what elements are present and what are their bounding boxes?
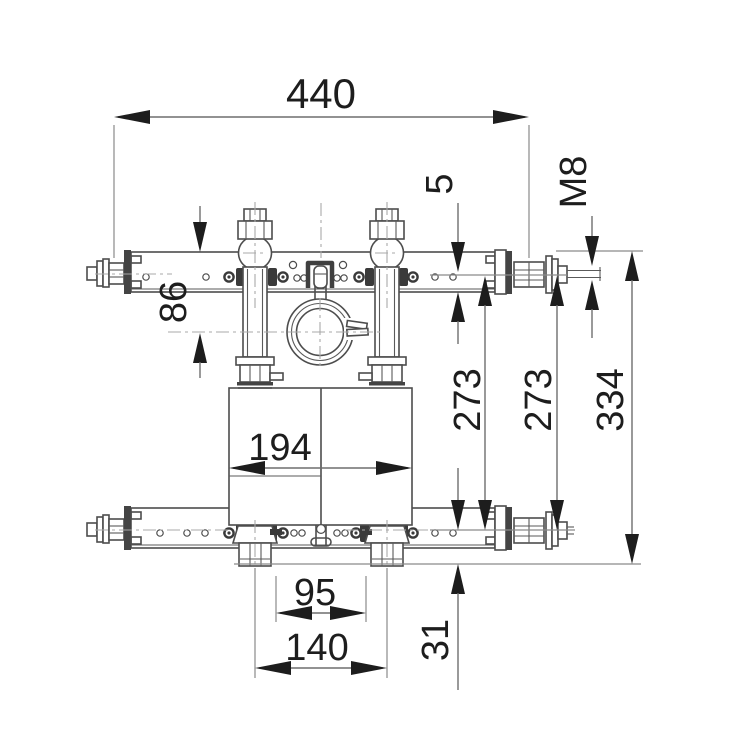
dim-body-width-label: 194 bbox=[248, 427, 311, 469]
right-union-fitting bbox=[358, 356, 407, 386]
dim-outlet-spacing-label: 140 bbox=[285, 627, 348, 669]
dim-overall-width-label: 440 bbox=[286, 70, 356, 117]
dim-overall-width: 440 bbox=[114, 70, 529, 124]
left-outlet-fitting bbox=[231, 525, 282, 567]
centerlines bbox=[95, 202, 428, 566]
dim-thread-size: M8 bbox=[553, 156, 599, 338]
m8-threaded-rod bbox=[567, 267, 601, 281]
dim-overall-height-label: 334 bbox=[590, 368, 632, 431]
dim-overall-height: 334 bbox=[590, 251, 639, 564]
dim-clamp-offset-label: 86 bbox=[153, 281, 195, 323]
extension-lines bbox=[113, 125, 643, 678]
dim-connection-height-left-label: 273 bbox=[447, 368, 489, 431]
dim-outlet-spacing: 140 bbox=[255, 627, 387, 675]
top-rail-right-bolt bbox=[485, 249, 601, 295]
dim-thread-size-label: M8 bbox=[553, 156, 595, 209]
left-union-fitting bbox=[235, 356, 284, 389]
bottom-center-bracket bbox=[310, 523, 332, 547]
dim-clamp-offset: 86 bbox=[153, 206, 207, 378]
clamp-screw-lugs bbox=[345, 319, 369, 337]
dim-top-gap: 5 bbox=[419, 173, 465, 344]
dim-connection-height-right-label: 273 bbox=[518, 368, 560, 431]
dim-bottom-offset-label: 31 bbox=[415, 619, 457, 661]
dim-top-gap-label: 5 bbox=[419, 173, 461, 194]
u-clip-bracket bbox=[305, 260, 335, 299]
dim-bottom-offset: 31 bbox=[415, 468, 465, 690]
dim-connection-height-right: 273 bbox=[518, 276, 564, 530]
dim-connection-height-left: 273 bbox=[447, 276, 492, 530]
dim-connection-spacing-label: 95 bbox=[294, 572, 336, 614]
dim-connection-spacing: 95 bbox=[276, 572, 366, 620]
mounting-box bbox=[228, 387, 413, 526]
top-rail-fixing-clamps bbox=[223, 268, 419, 286]
dim-body-width: 194 bbox=[229, 427, 412, 475]
